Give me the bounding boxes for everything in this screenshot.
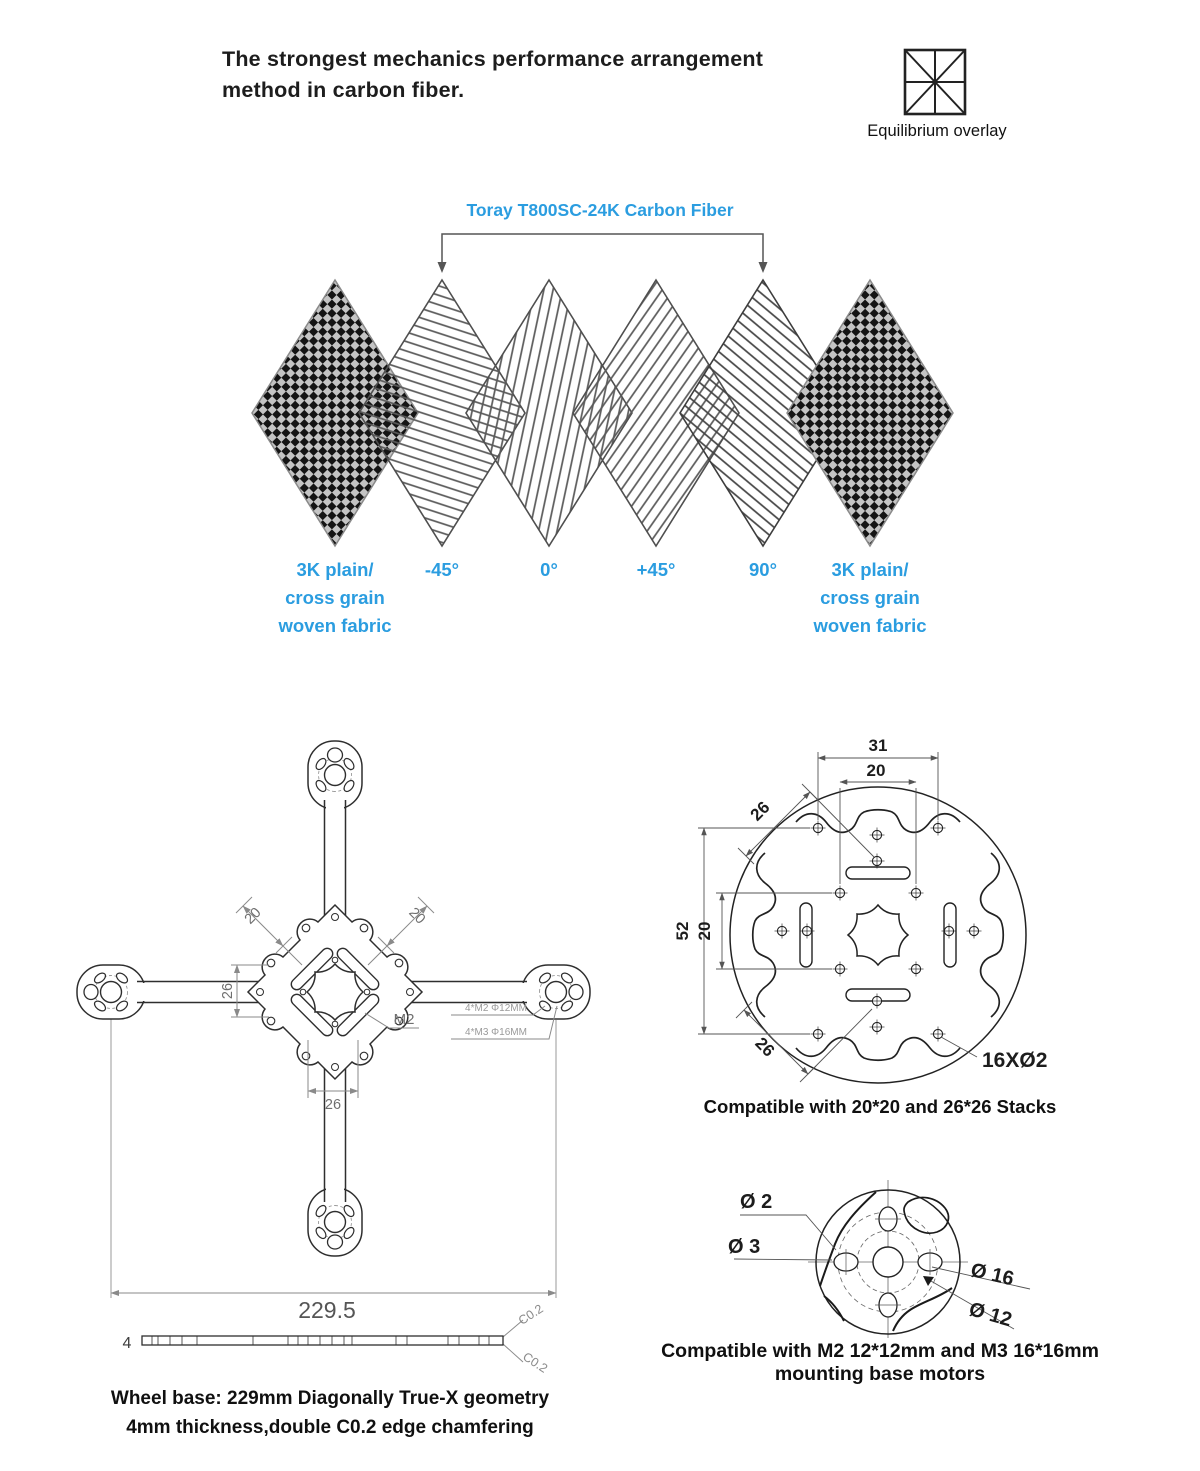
carbon-layup-diagram (251, 233, 954, 548)
equilibrium-overlay-icon (903, 48, 967, 116)
stack-caption: Compatible with 20*20 and 26*26 Stacks (703, 1096, 1057, 1117)
arrow-down-icon (758, 262, 768, 273)
layer-label-90: 90° (749, 559, 777, 580)
frame-caption: Wheel base: 229mm Diagonally True-X geom… (110, 1388, 550, 1438)
stack-plate-drawing: 31 20 52 20 26 26 16XØ2 (673, 736, 1047, 1084)
label-16xd2: 16XØ2 (982, 1049, 1047, 1072)
motor-screw-holes (833, 1206, 943, 1318)
frame-side-view (141, 1335, 504, 1346)
page-title-line2: method in carbon fiber. (222, 78, 465, 102)
dim-d2: Ø 2 (740, 1191, 772, 1213)
equilibrium-overlay-label: Equilibrium overlay (867, 122, 1007, 140)
stack-slots (290, 947, 380, 1037)
page-title-line1: The strongest mechanics performance arra… (222, 47, 764, 71)
dim-31: 31 (869, 736, 888, 755)
leader-m2: 4*M2 Φ12MM (465, 1003, 527, 1014)
motor-dimension-lines (733, 1214, 1031, 1330)
dim-52: 52 (673, 922, 692, 941)
leader-arrowhead-icon (923, 1276, 934, 1286)
stack-dimension-labels: 31 20 52 20 26 26 16XØ2 (673, 736, 1047, 1072)
material-bracket (437, 233, 768, 273)
dim-d3: Ø 3 (728, 1236, 760, 1258)
arm-silhouette-curves (819, 1191, 953, 1332)
page-title: The strongest mechanics performance arra… (222, 44, 882, 106)
motor-caption-line1: Compatible with M2 12*12mm and M3 16*16m… (661, 1340, 1099, 1362)
chamfer-top: C0.2 (516, 1302, 546, 1328)
layer-weave-right (786, 278, 954, 548)
plate-small-holes (256, 913, 414, 1071)
chamfer-bottom: C0.2 (520, 1350, 550, 1376)
label-m2: M2 (394, 1011, 415, 1028)
layer-label-weave-right: 3K plain/ cross grain woven fabric (813, 559, 927, 636)
dim-thickness: 4 (123, 1335, 132, 1352)
motor-mount-drawing: Ø 2 Ø 3 Ø 16 Ø 12 (728, 1180, 1031, 1338)
shaft-hole (872, 1246, 904, 1278)
dim-wheelbase: 229.5 (298, 1297, 356, 1323)
layer-label-weave-left: 3K plain/ cross grain woven fabric (278, 559, 392, 636)
dim-20-top: 20 (867, 761, 886, 780)
stack-dimension-lines (698, 752, 978, 1083)
dim-26-top: 26 (747, 798, 774, 825)
mount-outline (815, 1189, 961, 1335)
motor-caption: Compatible with M2 12*12mm and M3 16*16m… (645, 1340, 1115, 1386)
dim-26-vertical: 26 (220, 983, 236, 999)
frame-top-view-drawing: 26 26 20 20 M2 4*M2 Φ12MM 4*M3 Φ16MM 229… (76, 740, 591, 1376)
plate-clover-hole (846, 903, 910, 967)
motor-caption-line2: mounting base motors (774, 1363, 986, 1385)
center-clover-hole (305, 962, 365, 1022)
layer-label-0: 0° (540, 559, 558, 580)
dim-26-horizontal: 26 (325, 1097, 341, 1113)
dim-d12: Ø 12 (967, 1298, 1015, 1331)
leader-m3: 4*M3 Φ16MM (465, 1027, 527, 1038)
frame-dimension-lines (110, 896, 558, 1363)
dim-d16: Ø 16 (969, 1259, 1016, 1290)
dim-20-side: 20 (695, 922, 714, 941)
layer-label-plus45: +45° (636, 559, 676, 580)
arrow-down-icon (437, 262, 447, 273)
material-label: Toray T800SC-24K Carbon Fiber (466, 200, 734, 220)
layer-label-minus45: -45° (424, 559, 460, 580)
